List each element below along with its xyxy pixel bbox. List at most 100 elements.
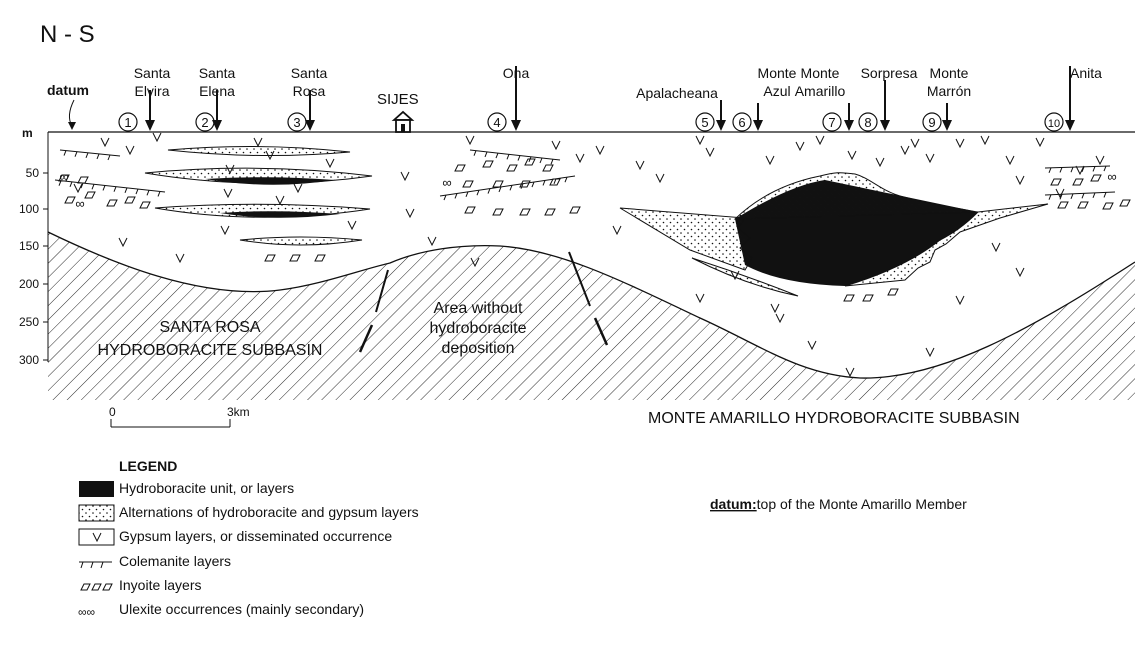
well-number: 5 bbox=[701, 115, 708, 130]
gypsum-symbol bbox=[126, 146, 134, 154]
gypsum-symbol bbox=[294, 184, 302, 192]
depth-tick: 200 bbox=[19, 277, 48, 291]
inyoite-symbol bbox=[570, 207, 580, 213]
inyoite-symbol bbox=[1091, 175, 1101, 181]
gypsum-symbol bbox=[1036, 138, 1044, 146]
colemanite-tick bbox=[1049, 168, 1051, 173]
gypsum-symbol bbox=[326, 159, 334, 167]
inyoite-symbol bbox=[85, 192, 95, 198]
legend: LEGEND ∞∞ Hydroboracite unit, or layers … bbox=[78, 458, 419, 619]
well-number: 2 bbox=[201, 115, 208, 130]
inyoite-symbol bbox=[493, 209, 503, 215]
well-name: Elvira bbox=[134, 83, 169, 99]
well-name: Azul bbox=[763, 83, 790, 99]
gypsum-symbol bbox=[911, 139, 919, 147]
gypsum-swatch bbox=[79, 529, 114, 545]
well-number: 6 bbox=[738, 115, 745, 130]
well-name: Monte bbox=[930, 65, 969, 81]
ulexite-symbol: ∞ bbox=[1107, 169, 1116, 184]
colemanite-line bbox=[470, 150, 560, 160]
gypsum-symbol bbox=[776, 314, 784, 322]
inyoite-swatch bbox=[81, 584, 112, 590]
house-icon bbox=[394, 112, 412, 132]
well-name: Apalacheana bbox=[636, 85, 718, 101]
colemanite-tick bbox=[114, 187, 116, 192]
gypsum-symbol bbox=[1016, 268, 1024, 276]
gypsum-symbol bbox=[766, 156, 774, 164]
well-number: 9 bbox=[928, 115, 935, 130]
gypsum-symbol bbox=[1006, 156, 1014, 164]
well-name: Santa bbox=[134, 65, 171, 81]
santa-rosa-lenses bbox=[145, 146, 372, 245]
depth-tick: 50 bbox=[26, 166, 48, 180]
gypsum-symbol bbox=[796, 142, 804, 150]
inyoite-symbol bbox=[1058, 202, 1068, 208]
inyoite-symbol bbox=[125, 197, 135, 203]
section-label: N - S bbox=[40, 21, 95, 48]
inyoite-symbol bbox=[520, 209, 530, 215]
gypsum-symbol bbox=[576, 154, 584, 162]
gypsum-symbol bbox=[956, 296, 964, 304]
svg-text:datum:top of the Monte Amarill: datum:top of the Monte Amarillo Member bbox=[710, 496, 967, 512]
inyoite-symbol bbox=[543, 165, 553, 171]
area-line: hydroboracite bbox=[430, 320, 527, 337]
well-arrow-head bbox=[145, 120, 155, 131]
gypsum-symbol bbox=[428, 237, 436, 245]
units-label: m bbox=[22, 126, 33, 140]
well-arrow-head bbox=[511, 120, 521, 131]
well-arrow-head bbox=[753, 120, 763, 131]
gypsum-symbol bbox=[153, 133, 161, 141]
wells: SantaElvira1SantaElena2SantaRosa3Ona4Apa… bbox=[119, 65, 1102, 131]
gypsum-symbol bbox=[771, 304, 779, 312]
datum-marker: datum bbox=[47, 82, 89, 130]
svg-text:∞∞: ∞∞ bbox=[78, 605, 95, 619]
colemanite-tick bbox=[540, 158, 542, 163]
legend-label: Gypsum layers, or disseminated occurrenc… bbox=[119, 528, 392, 544]
well-name: Santa bbox=[199, 65, 236, 81]
sijes-town: SIJES bbox=[377, 91, 419, 132]
depth-tick: 150 bbox=[19, 239, 48, 253]
colemanite-tick bbox=[70, 182, 72, 187]
inyoite-symbol bbox=[265, 255, 275, 261]
gypsum-symbol bbox=[176, 254, 184, 262]
depth-tick-label: 50 bbox=[26, 166, 40, 180]
colemanite-tick bbox=[136, 189, 138, 194]
gypsum-symbol bbox=[1056, 189, 1064, 197]
ulexite-symbol: ∞ bbox=[75, 196, 84, 211]
area-line: deposition bbox=[442, 340, 515, 357]
inyoite-symbol bbox=[465, 207, 475, 213]
colemanite-line bbox=[440, 176, 575, 196]
well-name: Sorpresa bbox=[861, 65, 918, 81]
colemanite-tick bbox=[496, 153, 498, 158]
colemanite-tick bbox=[92, 184, 94, 189]
legend-label: Inyoite layers bbox=[119, 577, 201, 593]
ulexite-symbol: ∞ bbox=[442, 175, 451, 190]
colemanite-tick bbox=[1093, 193, 1095, 198]
legend-label: Alternations of hydroboracite and gypsum… bbox=[119, 504, 419, 520]
colemanite-tick bbox=[158, 191, 160, 196]
gypsum-symbol bbox=[696, 136, 704, 144]
inyoite-symbol bbox=[463, 181, 473, 187]
colemanite-tick bbox=[551, 159, 553, 164]
well-number: 4 bbox=[493, 115, 500, 130]
colemanite-line bbox=[1045, 166, 1110, 168]
colemanite-tick bbox=[518, 156, 520, 161]
well-name: Monte bbox=[801, 65, 840, 81]
colemanite-swatch bbox=[79, 562, 112, 568]
inyoite-symbol bbox=[1078, 202, 1088, 208]
gypsum-symbol bbox=[1096, 156, 1104, 164]
well-8: Sorpresa8 bbox=[859, 65, 918, 131]
well-name: Amarillo bbox=[795, 83, 846, 99]
colemanite-tick bbox=[64, 151, 66, 156]
town-label: SIJES bbox=[377, 91, 419, 108]
gypsum-symbol bbox=[276, 196, 284, 204]
colemanite-tick bbox=[108, 155, 110, 160]
well-3: SantaRosa3 bbox=[288, 65, 328, 131]
colemanite-tick bbox=[507, 154, 509, 159]
colemanite-tick bbox=[1093, 166, 1095, 171]
depth-tick-label: 150 bbox=[19, 239, 39, 253]
datum-label: datum bbox=[47, 82, 89, 98]
depth-tick: 300 bbox=[19, 353, 48, 367]
